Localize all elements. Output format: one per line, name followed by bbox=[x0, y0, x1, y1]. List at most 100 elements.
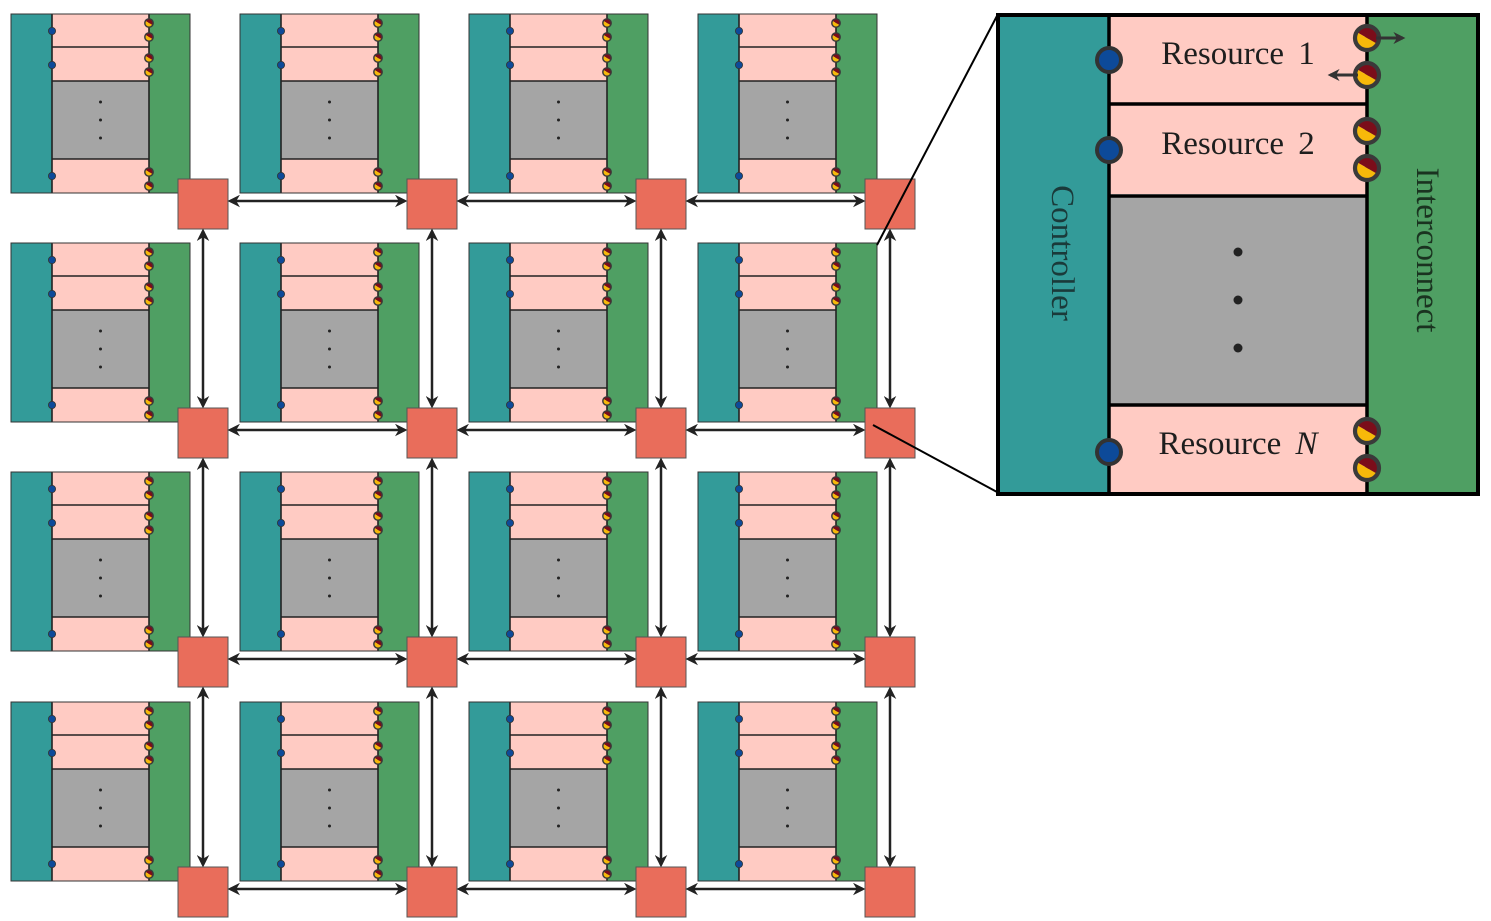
controller-block bbox=[469, 243, 510, 422]
ellipsis-dot bbox=[328, 329, 331, 333]
interconnect-port bbox=[831, 296, 841, 306]
tile-outline bbox=[697, 13, 878, 194]
interconnect-port bbox=[831, 410, 841, 420]
tile-grid bbox=[10, 13, 916, 918]
router bbox=[864, 636, 916, 688]
resource-1 bbox=[739, 14, 836, 47]
ellipsis-dot bbox=[786, 824, 789, 828]
router bbox=[635, 178, 687, 230]
router bbox=[177, 636, 229, 688]
ellipsis-dot bbox=[99, 329, 102, 333]
interconnect-port bbox=[144, 181, 154, 191]
interconnect-port bbox=[831, 869, 841, 879]
controller-port bbox=[735, 26, 744, 35]
interconnect-port bbox=[602, 706, 612, 716]
controller-port bbox=[735, 61, 744, 70]
controller-label: Controller bbox=[1044, 185, 1080, 321]
resource-1 bbox=[281, 243, 378, 276]
controller-block bbox=[11, 243, 52, 422]
detail-resource-1 bbox=[1109, 15, 1367, 103]
controller-port bbox=[735, 171, 744, 180]
controller-port bbox=[735, 860, 744, 869]
interconnect-port bbox=[373, 167, 383, 177]
interconnect-port bbox=[373, 181, 383, 191]
controller-port bbox=[735, 255, 744, 264]
interconnect-port bbox=[373, 67, 383, 77]
interconnect-block bbox=[378, 243, 419, 422]
resource-n bbox=[281, 617, 378, 651]
ellipsis-dot bbox=[786, 329, 789, 333]
controller-block bbox=[240, 702, 281, 881]
detail-controller-block bbox=[998, 15, 1109, 494]
resource-1 bbox=[281, 702, 378, 735]
resource-label: Resource 2 bbox=[1161, 126, 1315, 162]
tile-outline bbox=[697, 242, 878, 423]
tile-outline bbox=[239, 13, 420, 194]
interconnect-port bbox=[144, 706, 154, 716]
tile bbox=[239, 701, 458, 918]
resource-n bbox=[510, 388, 607, 422]
ellipsis-dot bbox=[328, 365, 331, 369]
zoom-connector-lines bbox=[872, 13, 999, 493]
controller-port bbox=[48, 255, 57, 264]
controller-port bbox=[735, 484, 744, 493]
interconnect-port bbox=[602, 167, 612, 177]
interconnect-port bbox=[831, 476, 841, 486]
ellipsis-dot bbox=[99, 347, 102, 351]
interconnect-port bbox=[373, 755, 383, 765]
interconnect-port bbox=[373, 247, 383, 257]
interconnect-port bbox=[144, 18, 154, 28]
detail-interconnect-port bbox=[1352, 453, 1382, 483]
resource-1 bbox=[52, 243, 149, 276]
ellipsis-dot bbox=[786, 558, 789, 562]
controller-block bbox=[698, 243, 739, 422]
router bbox=[635, 636, 687, 688]
tile-outline bbox=[10, 701, 191, 882]
controller-block bbox=[11, 702, 52, 881]
interconnect-port bbox=[602, 18, 612, 28]
tile bbox=[239, 242, 458, 459]
interconnect-port bbox=[602, 476, 612, 486]
router bbox=[177, 178, 229, 230]
ellipsis-dot bbox=[557, 347, 560, 351]
ellipsis-dot bbox=[1233, 343, 1243, 353]
controller-block bbox=[240, 243, 281, 422]
interconnect-port bbox=[602, 720, 612, 730]
detail-interconnect-port bbox=[1352, 416, 1382, 446]
interconnect-port bbox=[144, 490, 154, 500]
controller-port bbox=[735, 749, 744, 758]
ellipsis-dot bbox=[786, 576, 789, 580]
interconnect-port bbox=[831, 32, 841, 42]
tile-outline bbox=[697, 701, 878, 882]
controller-block bbox=[240, 472, 281, 651]
interconnect-port bbox=[602, 282, 612, 292]
resource-1 bbox=[281, 14, 378, 47]
router bbox=[864, 407, 916, 459]
detail-resource-2 bbox=[1109, 104, 1367, 194]
interconnect-port bbox=[831, 625, 841, 635]
interconnect-port bbox=[373, 855, 383, 865]
resource-2 bbox=[52, 47, 149, 81]
interconnect-port bbox=[373, 511, 383, 521]
interconnect-port bbox=[373, 741, 383, 751]
interconnect-port bbox=[831, 167, 841, 177]
router bbox=[635, 407, 687, 459]
ellipsis-dot bbox=[557, 100, 560, 104]
interconnect-port bbox=[602, 410, 612, 420]
resource-n bbox=[52, 159, 149, 193]
ellipsis-dot bbox=[328, 576, 331, 580]
resource-n bbox=[281, 388, 378, 422]
detail-outline bbox=[996, 13, 1480, 496]
ellipsis-dot bbox=[557, 576, 560, 580]
detail-resource-n bbox=[1109, 406, 1367, 494]
interconnect-port bbox=[373, 476, 383, 486]
ellipsis-dot bbox=[328, 347, 331, 351]
resource-2 bbox=[52, 505, 149, 539]
interconnect-port bbox=[373, 396, 383, 406]
controller-port bbox=[48, 61, 57, 70]
interconnect-port bbox=[602, 181, 612, 191]
detail-controller-port bbox=[1095, 438, 1123, 466]
controller-port bbox=[48, 289, 57, 298]
resource-n bbox=[510, 617, 607, 651]
